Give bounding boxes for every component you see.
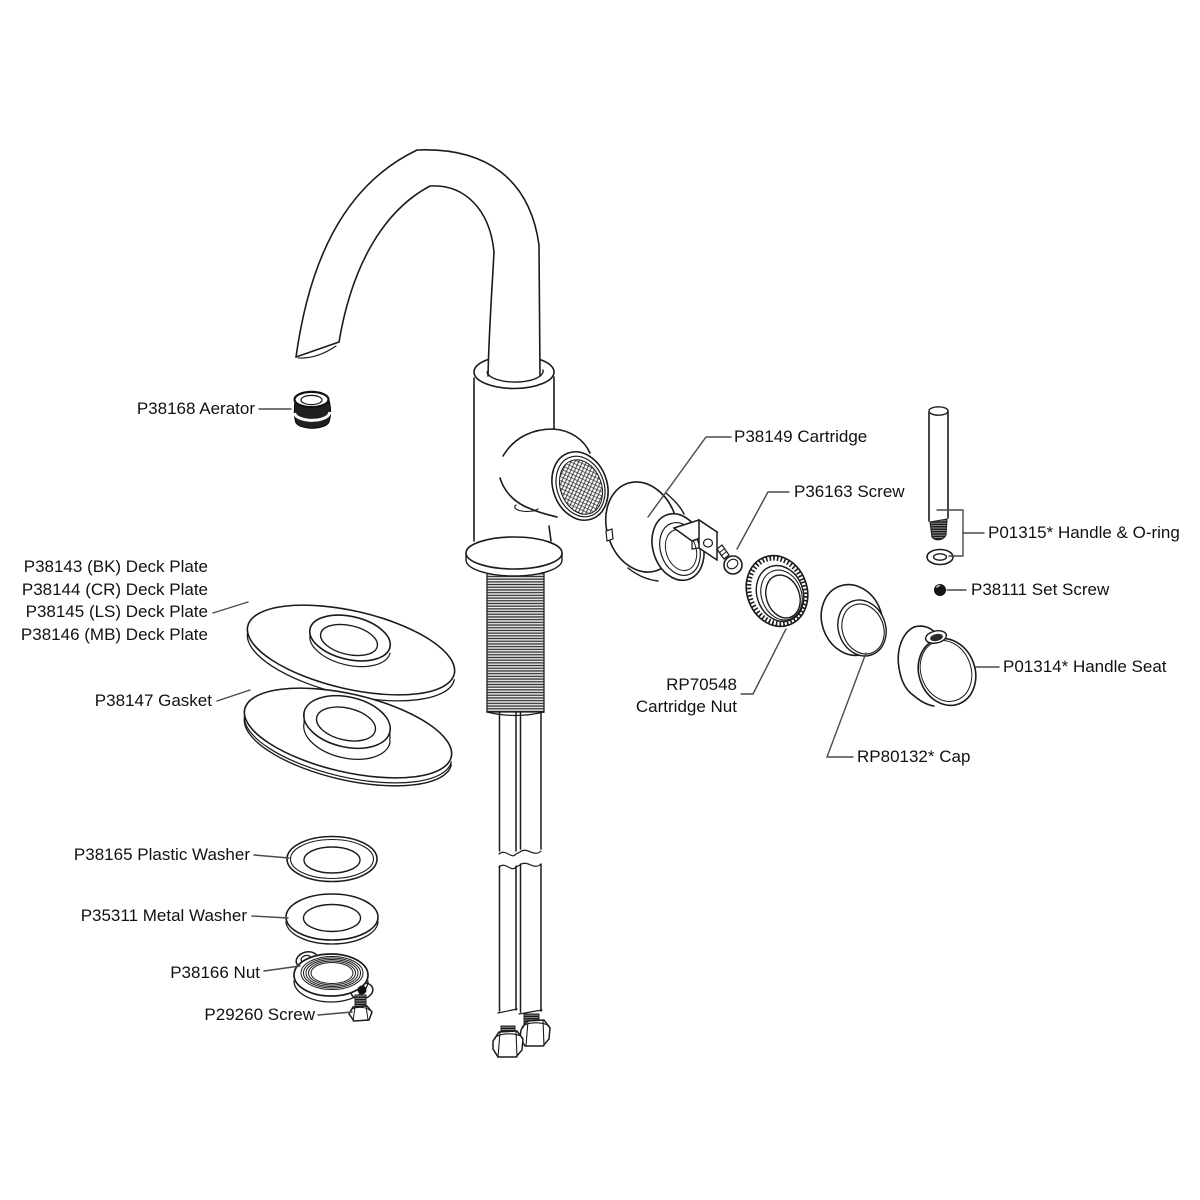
mounting-screw-drawing [348,994,373,1022]
aerator-drawing [293,390,331,429]
label-plastic-washer: P38165 Plastic Washer [73,845,250,864]
threaded-shank [486,563,545,713]
label-screw: P29260 Screw [204,1005,315,1024]
leader-cartridge-screw [736,491,790,550]
label-handle-seat: P01314* Handle Seat [1003,657,1167,676]
label-metal-washer: P35311 Metal Washer [80,906,247,925]
label-nut: P38166 Nut [170,963,260,982]
plastic-washer-drawing [286,835,378,883]
leader-plastic-washer [253,854,290,859]
cartridge-screw-drawing [716,544,743,575]
leader-lines [212,408,1000,1016]
label-gasket: P38147 Gasket [94,691,212,710]
metal-washer-drawing [285,893,379,945]
cap-drawing [820,583,887,657]
label-deck-plate-cr: P38144 (CR) Deck Plate [21,579,208,599]
leader-nut [263,965,301,972]
deck-plate-drawing [246,604,456,702]
leader-cap [825,652,867,758]
label-deck-plate-bk: P38143 (BK) Deck Plate [23,557,208,576]
label-handle-oring: P01315* Handle & O-ring [988,523,1180,542]
supply-nut-right [519,1019,551,1047]
gasket-drawing [243,687,453,787]
cartridge-nut-drawing [745,554,809,628]
label-cartridge-nut: RP70548 Cartridge Nut [636,674,737,717]
label-cap: RP80132* Cap [857,747,971,766]
leader-cartridge-nut [740,628,787,695]
mounting-nut-drawing [293,951,374,1003]
label-deck-plate-mb: P38146 (MB) Deck Plate [20,624,208,644]
spout-drawing [295,149,544,383]
label-deck-plates: P38143 (BK) Deck Plate P38144 (CR) Deck … [21,556,208,646]
label-cartridge-nut-line2: Cartridge Nut [635,696,737,716]
leader-deck-plate [212,601,249,614]
o-ring-drawing [926,548,954,566]
label-deck-plate-ls: P38145 (LS) Deck Plate [25,602,208,621]
label-cartridge: P38149 Cartridge [734,427,868,446]
label-aerator: P38168 Aerator [136,399,255,418]
spout-tip-opening [295,341,340,358]
set-screw-drawing [934,584,946,596]
label-cartridge-nut-line1: RP70548 [666,675,737,694]
label-cartridge-screw: P36163 Screw [794,482,905,501]
leader-cartridge [647,436,732,518]
cartridge-drawing [605,481,719,582]
faucet-body-drawing-lower [465,376,609,717]
supply-nut-left [492,1030,524,1058]
label-set-screw: P38111 Set Screw [971,580,1110,599]
leader-metal-washer [251,915,289,919]
handle-drawing [928,406,949,541]
leader-screw [317,1011,353,1016]
leader-gasket [216,689,251,702]
supply-tubes-drawing [492,711,551,1058]
handle-seat-drawing [897,625,977,707]
